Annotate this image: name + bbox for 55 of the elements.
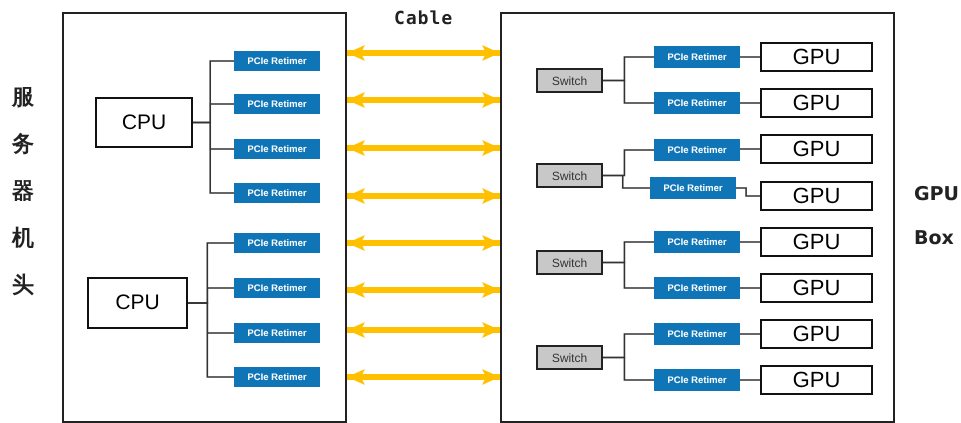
connector-line (193, 122, 234, 194)
cable-label: Cable (394, 8, 454, 29)
connector-line (603, 262, 654, 289)
connector-line (740, 241, 760, 243)
arrow (347, 282, 500, 298)
arrow (347, 188, 500, 204)
connector-line (740, 379, 760, 381)
gpu-box: GPU (760, 42, 873, 72)
heading: GPU Box (914, 182, 958, 251)
arrow (347, 45, 500, 61)
arrow (347, 235, 500, 251)
retimer-box: PCIe Retimer (234, 233, 320, 253)
switch-box: Switch (536, 345, 603, 370)
retimer-box: PCIe Retimer (234, 94, 320, 114)
connector-line (740, 148, 760, 150)
retimer-box: PCIe Retimer (234, 367, 320, 387)
retimer-box: PCIe Retimer (654, 323, 740, 345)
gpu-box: GPU (760, 365, 873, 395)
switch-box: Switch (536, 163, 603, 188)
connector-line (740, 56, 760, 58)
arrow (347, 92, 500, 108)
arrow (347, 140, 500, 156)
switch-box: Switch (536, 250, 603, 275)
connector-line (740, 333, 760, 335)
connector-line (603, 174, 650, 189)
connector-line (603, 80, 654, 104)
connector-line (736, 187, 760, 197)
connector-line (740, 102, 760, 104)
connector-line (740, 287, 760, 289)
cpu-box: CPU (87, 277, 188, 329)
retimer-box: PCIe Retimer (234, 139, 320, 159)
retimer-box: PCIe Retimer (654, 46, 740, 68)
gpu-box: GPU (760, 88, 873, 118)
connector-line (603, 356, 654, 381)
arrow (347, 369, 500, 385)
retimer-box: PCIe Retimer (654, 139, 740, 161)
retimer-box: PCIe Retimer (234, 323, 320, 343)
retimer-box: PCIe Retimer (654, 92, 740, 114)
gpu-box: GPU (760, 319, 873, 349)
vertical-heading: 服务器机头 (11, 84, 35, 300)
gpu-box: GPU (760, 227, 873, 257)
switch-box: Switch (536, 68, 603, 93)
gpu-box: GPU (760, 181, 873, 211)
retimer-box: PCIe Retimer (650, 177, 736, 199)
gpu-box: GPU (760, 134, 873, 164)
cpu-box: CPU (95, 97, 193, 148)
arrow (347, 322, 500, 338)
retimer-box: PCIe Retimer (234, 51, 320, 71)
connector-line (188, 302, 234, 378)
retimer-box: PCIe Retimer (654, 231, 740, 253)
retimer-box: PCIe Retimer (654, 277, 740, 299)
retimer-box: PCIe Retimer (234, 183, 320, 203)
retimer-box: PCIe Retimer (654, 369, 740, 391)
retimer-box: PCIe Retimer (234, 278, 320, 298)
gpu-box: GPU (760, 273, 873, 303)
